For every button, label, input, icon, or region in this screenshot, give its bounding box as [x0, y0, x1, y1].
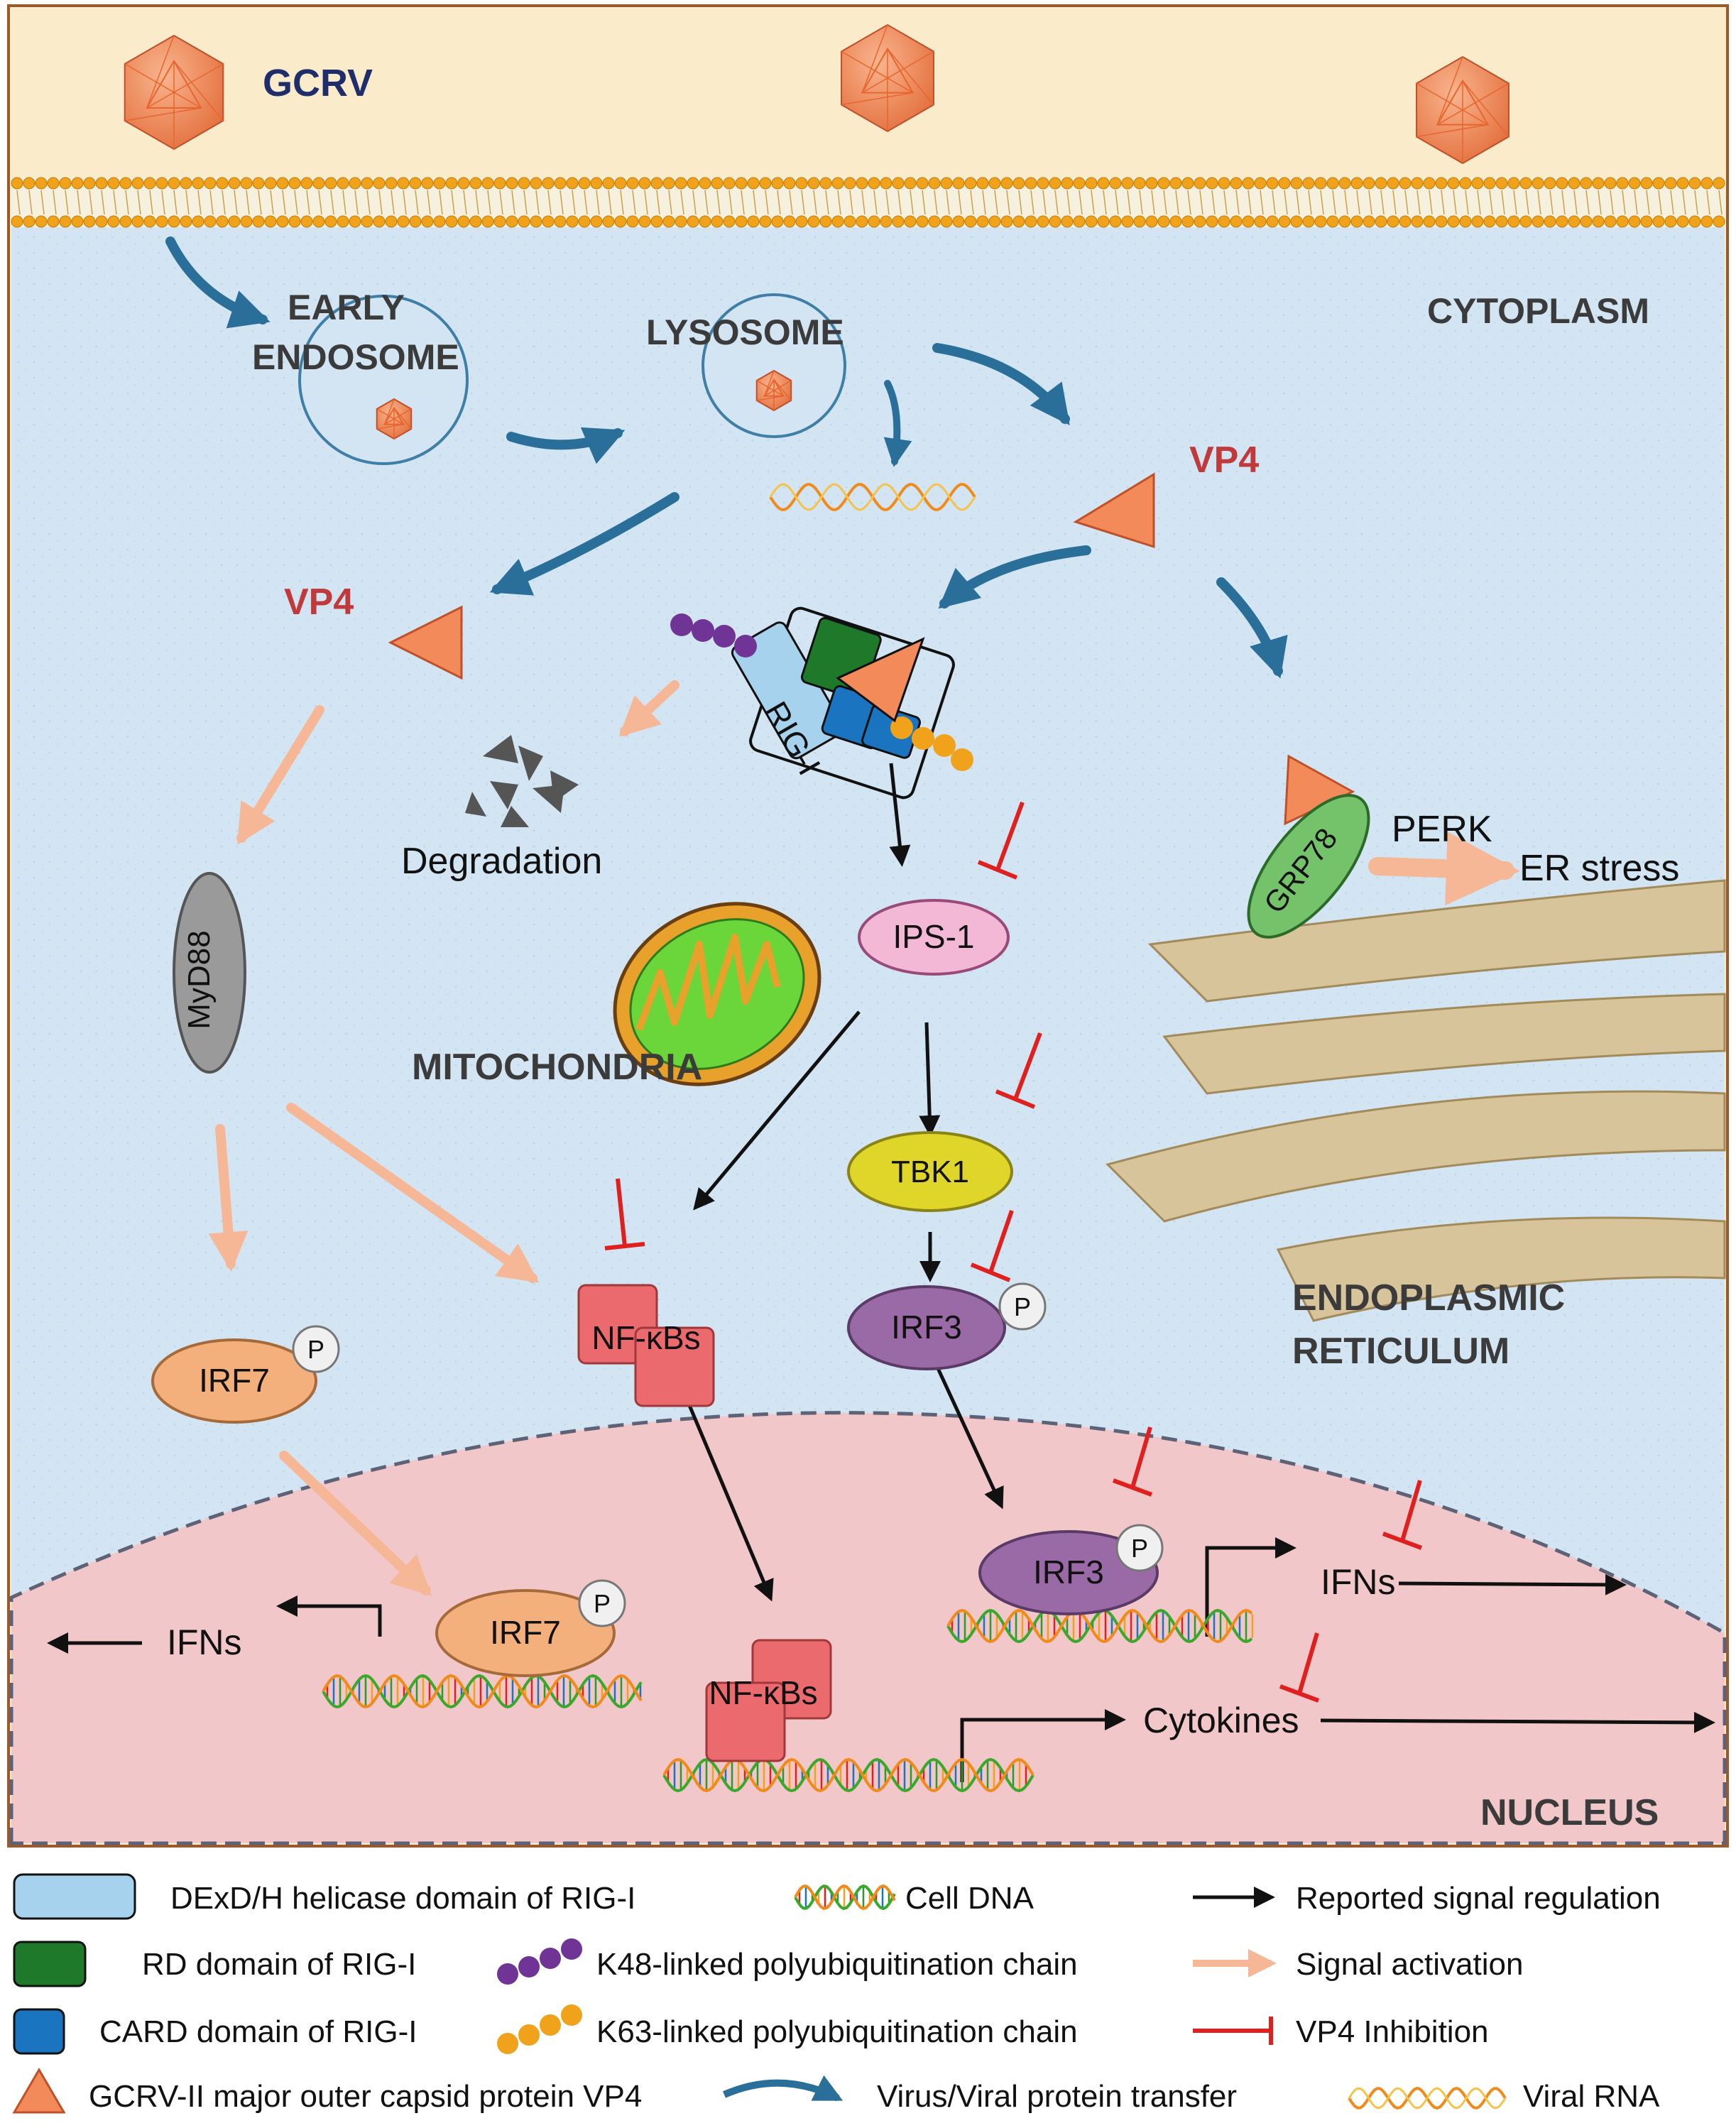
nfkbs-label: NF-κBs	[591, 1319, 700, 1356]
tbk1-protein	[847, 1131, 1013, 1212]
legend-transfer-text: Virus/Viral protein transfer	[877, 2079, 1237, 2114]
legend-reported-text: Reported signal regulation	[1296, 1881, 1661, 1916]
irf3-nuclear-label: IRF3	[1033, 1554, 1104, 1590]
irf3-nuclear-protein	[978, 1530, 1159, 1615]
grp78-protein	[1247, 794, 1370, 939]
ips1-protein	[858, 899, 1010, 976]
gcrv-virions	[124, 23, 1510, 440]
nfkbs-protein	[577, 1284, 715, 1407]
rig-i-complex: RIG-I	[670, 606, 973, 800]
cell-membrane	[11, 177, 1725, 228]
vp4-inhibitions	[604, 801, 1423, 1703]
irf3-nuclear-p-label: P	[1131, 1534, 1148, 1563]
transfer-arrows	[165, 236, 1288, 679]
activation-arrows	[208, 680, 1520, 1596]
k63-chain	[890, 716, 973, 771]
legend-vp4-text: GCRV-II major outer capsid protein VP4	[89, 2079, 642, 2114]
er-label-2: RETICULUM	[1292, 1331, 1510, 1372]
ips1-label: IPS-1	[892, 918, 974, 955]
legend-viral-rna-text: Viral RNA	[1523, 2079, 1660, 2114]
legend-k63-icon	[497, 2004, 582, 2054]
nucleus	[9, 1411, 1727, 1845]
er-label-1: ENDOPLASMIC	[1292, 1277, 1565, 1319]
early-endosome	[298, 295, 469, 465]
irf3-label: IRF3	[891, 1309, 962, 1346]
ifns-left-label: IFNs	[167, 1622, 242, 1662]
legend-k48-text: K48-linked polyubiquitination chain	[596, 1947, 1078, 1982]
vp4-label-left: VP4	[284, 582, 354, 623]
irf3-protein	[847, 1285, 1006, 1370]
lysosome-label: LYSOSOME	[646, 312, 844, 352]
endoplasmic-reticulum	[1106, 879, 1726, 1322]
tbk1-label: TBK1	[891, 1155, 969, 1189]
legend-rd-swatch	[13, 1941, 87, 1987]
cytokines-label: Cytokines	[1143, 1701, 1299, 1740]
vp4-protein-right	[1073, 472, 1155, 549]
er-stress-label: ER stress	[1519, 848, 1679, 889]
irf7-nuclear-p-label: P	[594, 1589, 611, 1618]
early-endosome-label-1: EARLY	[288, 288, 405, 327]
legend-transfer-icon	[722, 2075, 844, 2102]
irf7-p-label: P	[307, 1335, 324, 1364]
nucleus-label: NUCLEUS	[1480, 1792, 1659, 1833]
cell-dna-strands	[322, 1608, 1254, 1793]
legend-helicase-text: DExD/H helicase domain of RIG-I	[170, 1881, 635, 1916]
early-endosome-label-2: ENDOSOME	[252, 337, 459, 377]
legend-inhibition-text: VP4 Inhibition	[1296, 2014, 1489, 2049]
legend-card-text: CARD domain of RIG-I	[99, 2014, 417, 2049]
myd88-label: MyD88	[182, 930, 217, 1029]
cytoplasm-label: CYTOPLASM	[1427, 291, 1649, 331]
irf3-phospho	[998, 1282, 1047, 1331]
legend-k63-text: K63-linked polyubiquitination chain	[596, 2014, 1078, 2049]
irf7-label: IRF7	[199, 1362, 270, 1399]
legend-cell-dna-icon	[794, 1884, 896, 1911]
irf3-nuclear-phospho	[1115, 1524, 1164, 1572]
irf7-protein	[151, 1338, 317, 1424]
degradation-label: Degradation	[401, 841, 602, 882]
vp4-protein-left	[388, 605, 463, 680]
legend-k48-icon	[497, 1938, 582, 1985]
nfkbs-nuclear-protein	[705, 1639, 832, 1762]
perk-label: PERK	[1392, 809, 1492, 850]
lysosome	[702, 293, 846, 438]
legend-cell-dna-text: Cell DNA	[905, 1881, 1034, 1916]
k48-chain	[670, 613, 757, 658]
legend-card-swatch	[13, 2008, 65, 2055]
mitochondrion	[613, 902, 821, 1086]
irf7-nuclear-phospho	[578, 1579, 626, 1627]
viral-rna-strand	[769, 483, 976, 511]
legend: DExD/H helicase domain of RIG-I RD domai…	[12, 1873, 1661, 2114]
irf7-nuclear-protein	[435, 1589, 616, 1677]
legend-vp4-swatch	[12, 2068, 66, 2114]
myd88-protein	[173, 872, 246, 1074]
nfkbs-nuclear-label: NF-κBs	[709, 1674, 817, 1711]
irf7-phospho	[292, 1325, 340, 1373]
irf7-nuclear-label: IRF7	[490, 1614, 561, 1651]
legend-activation-text: Signal activation	[1296, 1947, 1523, 1982]
degradation-icon	[465, 735, 579, 827]
legend-rd-text: RD domain of RIG-I	[142, 1947, 416, 1982]
gcrv-label: GCRV	[263, 62, 373, 104]
legend-viral-rna-icon	[1348, 2086, 1507, 2110]
mitochondria-label: MITOCHONDRIA	[412, 1047, 702, 1088]
legend-helicase-swatch	[13, 1873, 136, 1920]
ifns-right-label: IFNs	[1321, 1562, 1396, 1602]
vp4-label-right: VP4	[1189, 440, 1259, 481]
irf3-p-label: P	[1014, 1292, 1031, 1321]
legend-inhibition-icon	[1193, 2017, 1273, 2045]
